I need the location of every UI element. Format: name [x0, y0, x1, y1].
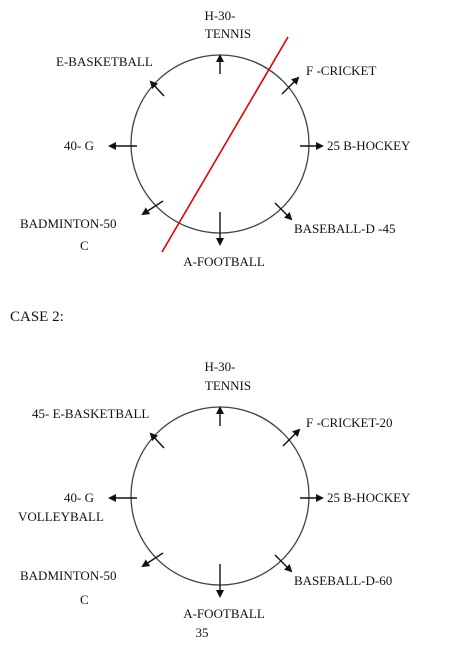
arrow-top-right	[282, 428, 301, 447]
label-top-2: TENNIS	[205, 26, 251, 41]
arrow-top-left	[149, 432, 165, 449]
label-left-2: VOLLEYBALL	[18, 509, 104, 524]
label-top-left: E-BASKETBALL	[56, 54, 153, 69]
label-bottom-left-2: C	[80, 592, 89, 607]
label-left-1: 40- G	[64, 490, 94, 505]
case-2-heading: CASE 2:	[10, 309, 64, 325]
arrow-top-right	[281, 76, 300, 95]
label-top-right: F -CRICKET	[306, 63, 376, 78]
label-bottom-left-2: C	[80, 238, 89, 253]
label-bottom-1: A-FOOTBALL	[183, 606, 265, 621]
label-bottom: A-FOOTBALL	[183, 254, 265, 269]
arrow-bottom-left	[141, 200, 164, 216]
label-left: 40- G	[64, 138, 94, 153]
diagram-case-2: H-30- TENNIS F -CRICKET-20 25 B-HOCKEY B…	[18, 359, 411, 640]
arrow-top-left	[149, 80, 165, 97]
arrow-bottom-left	[141, 552, 164, 568]
seating-circle	[130, 406, 310, 586]
diagram-case-1: H-30- TENNIS F -CRICKET 25 B-HOCKEY BASE…	[20, 8, 411, 269]
label-top-1: H-30-	[204, 359, 235, 374]
label-bottom-left-1: BADMINTON-50	[20, 568, 117, 583]
label-bottom-right: BASEBALL-D -45	[294, 221, 395, 236]
label-right: 25 B-HOCKEY	[327, 490, 411, 505]
label-bottom-left-1: BADMINTON-50	[20, 216, 117, 231]
label-top-right: F -CRICKET-20	[306, 415, 393, 430]
label-bottom-right: BASEBALL-D-60	[294, 573, 392, 588]
arrow-bottom-right	[274, 202, 293, 221]
seating-circle	[130, 54, 310, 234]
label-top-left: 45- E-BASKETBALL	[32, 406, 149, 421]
divider-line	[161, 36, 289, 253]
label-top-1: H-30-	[204, 8, 235, 23]
label-top-2: TENNIS	[205, 378, 251, 393]
arrow-bottom-right	[274, 554, 293, 573]
label-bottom-2: 35	[196, 625, 209, 640]
label-right: 25 B-HOCKEY	[327, 138, 411, 153]
